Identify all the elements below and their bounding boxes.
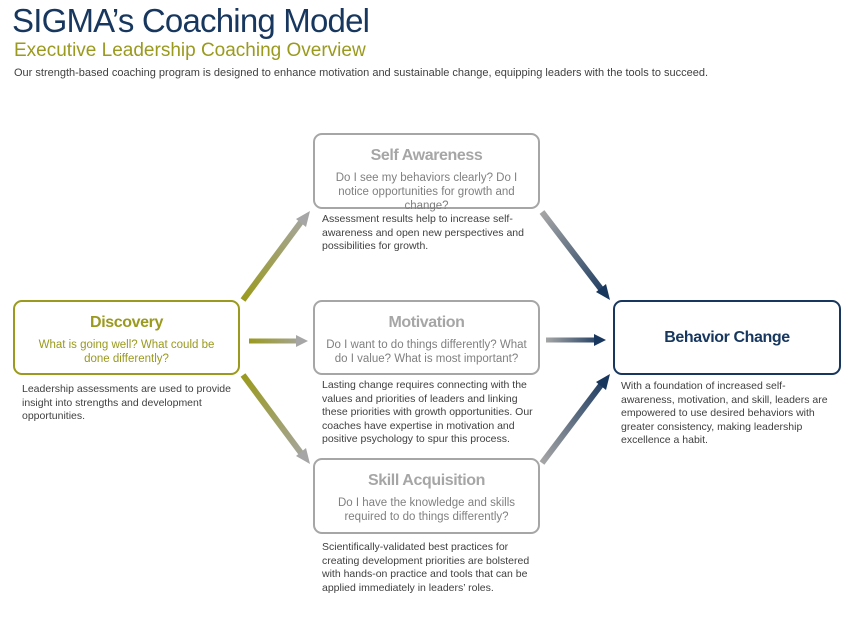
node-behavior-change-title: Behavior Change — [664, 329, 790, 346]
arrow-discovery-to-self-awareness — [240, 211, 310, 302]
arrow-skill-acquisition-to-behavior-change — [539, 374, 610, 465]
node-self-awareness-title: Self Awareness — [370, 147, 483, 164]
node-motivation-description: Lasting change requires connecting with … — [322, 379, 533, 445]
node-self-awareness-question: Do I see my behaviors clearly? Do I noti… — [335, 172, 518, 212]
node-behavior-change-description: With a foundation of increased self-awar… — [621, 380, 828, 446]
page-title: SIGMA’s Coaching Model — [12, 2, 370, 39]
node-motivation-question: Do I want to do things differently? What… — [326, 339, 527, 365]
node-discovery-description: Leadership assessments are used to provi… — [22, 383, 231, 422]
node-discovery-question: What is going well? What could be done d… — [38, 339, 215, 365]
node-self-awareness-description: Assessment results help to increase self… — [322, 213, 524, 252]
node-discovery: Discovery What is going well? What could… — [13, 300, 240, 375]
node-skill-acquisition-question: Do I have the knowledge and skills requi… — [337, 497, 516, 523]
node-skill-acquisition: Skill Acquisition Do I have the knowledg… — [313, 458, 540, 534]
node-skill-acquisition-title: Skill Acquisition — [367, 472, 486, 489]
node-skill-acquisition-description: Scientifically-validated best practices … — [322, 541, 530, 594]
node-behavior-change: Behavior Change — [613, 300, 841, 375]
node-self-awareness: Self Awareness Do I see my behaviors cle… — [313, 133, 540, 212]
node-motivation-title: Motivation — [388, 314, 465, 331]
intro-text: Our strength-based coaching program is d… — [14, 67, 709, 79]
page-subtitle: Executive Leadership Coaching Overview — [14, 40, 366, 61]
arrow-self-awareness-to-behavior-change — [539, 210, 610, 300]
node-motivation: Motivation Do I want to do things differ… — [313, 300, 540, 375]
node-discovery-title: Discovery — [90, 314, 163, 331]
arrow-motivation-to-behavior-change — [546, 334, 606, 346]
arrow-discovery-to-motivation — [249, 335, 308, 347]
arrow-discovery-to-skill-acquisition — [240, 373, 310, 464]
